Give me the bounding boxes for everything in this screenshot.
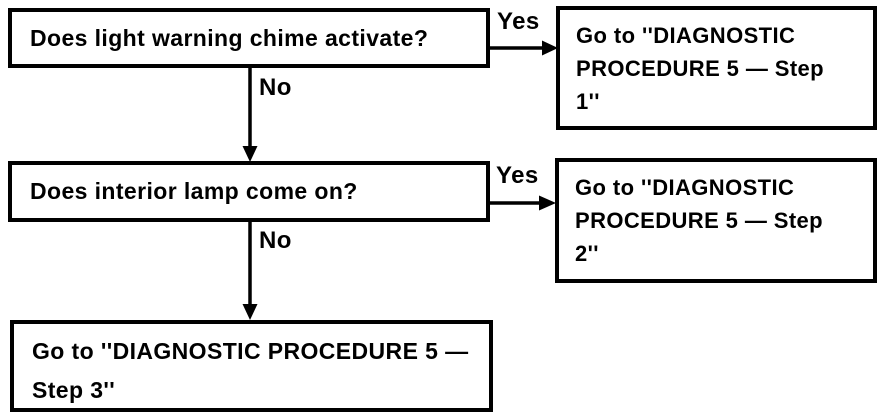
- label-no-1: No: [259, 74, 292, 101]
- arrow-no-1: [242, 68, 258, 162]
- node-goto-step2-line3: 2'': [575, 241, 599, 266]
- node-goto-step1-line1: Go to ''DIAGNOSTIC: [576, 23, 796, 48]
- node-goto-step2-line2: PROCEDURE 5 — Step: [575, 208, 824, 233]
- arrow-yes-1: [490, 40, 558, 56]
- node-goto-step3-line2: Step 3'': [32, 377, 116, 403]
- node-question-chime: Does light warning chime activate?: [8, 8, 490, 68]
- node-goto-step1-line3: 1'': [576, 89, 600, 114]
- arrow-no-2: [242, 222, 258, 320]
- label-no-2: No: [259, 227, 292, 254]
- node-goto-step3: Go to ''DIAGNOSTIC PROCEDURE 5 — Step 3'…: [10, 320, 493, 412]
- node-question-chime-label: Does light warning chime activate?: [30, 24, 429, 51]
- node-goto-step1: Go to ''DIAGNOSTIC PROCEDURE 5 — Step 1'…: [556, 6, 877, 130]
- node-goto-step3-line1: Go to ''DIAGNOSTIC PROCEDURE 5 —: [32, 338, 469, 364]
- arrow-yes-2: [490, 195, 556, 211]
- node-question-lamp: Does interior lamp come on?: [8, 161, 490, 222]
- node-question-lamp-label: Does interior lamp come on?: [30, 178, 358, 204]
- label-yes-1: Yes: [497, 8, 540, 35]
- node-goto-step2-line1: Go to ''DIAGNOSTIC: [575, 175, 795, 200]
- node-goto-step1-line2: PROCEDURE 5 — Step: [576, 56, 825, 81]
- label-yes-2: Yes: [496, 162, 539, 189]
- node-goto-step2: Go to ''DIAGNOSTIC PROCEDURE 5 — Step 2'…: [555, 158, 877, 283]
